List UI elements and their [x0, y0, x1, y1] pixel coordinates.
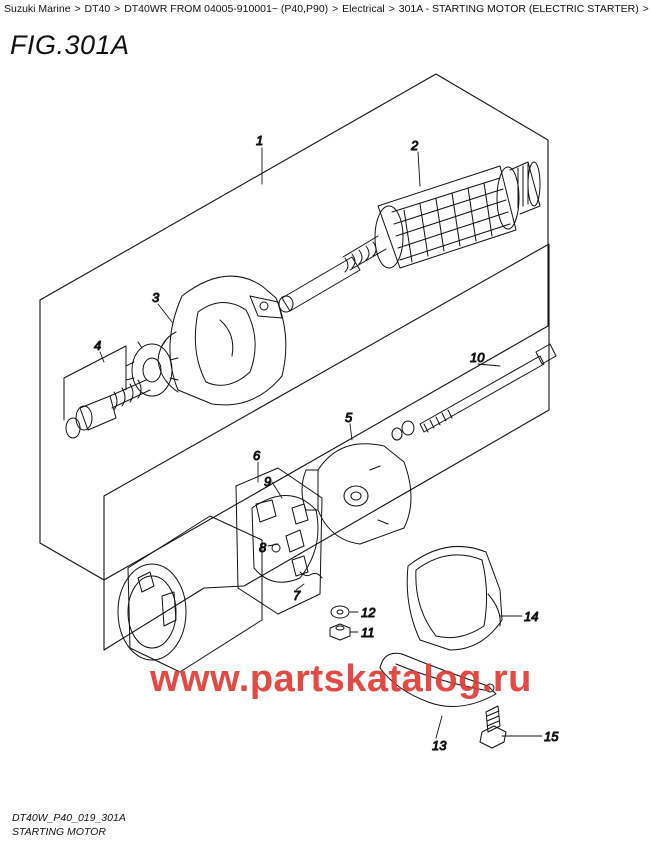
callout-11[interactable]: 11	[361, 625, 376, 641]
bolt-part[interactable]	[479, 705, 507, 749]
callout-13[interactable]: 13	[432, 738, 448, 754]
callout-14[interactable]: 14	[524, 609, 539, 625]
figure-title: FIG.301A	[10, 30, 130, 60]
callout-4[interactable]: 4	[94, 338, 102, 354]
drive-assembly-part[interactable]	[63, 339, 179, 439]
group-outline-lower	[103, 243, 550, 651]
breadcrumb: Suzuki Marine > DT40 > DT40WR FROM 04005…	[4, 3, 649, 16]
rubber-boot-part[interactable]	[406, 546, 503, 651]
callout-9[interactable]: 9	[264, 474, 272, 490]
breadcrumb-item-model[interactable]: DT40WR FROM 04005-910001~ (P40,P90)	[124, 3, 329, 15]
brush-holder-part[interactable]	[235, 467, 323, 615]
callout-1[interactable]: 1	[256, 133, 264, 149]
breadcrumb-item-electrical[interactable]: Electrical	[342, 3, 385, 15]
exploded-parts-diagram: 1 2 3 4 5 6 7 8 9 10 11 12 13 14 15	[39, 73, 560, 754]
breadcrumb-separator: >	[642, 3, 649, 15]
group-outline-upper	[39, 73, 549, 581]
callout-2[interactable]: 2	[410, 138, 420, 154]
callout-10[interactable]: 10	[470, 350, 486, 366]
breadcrumb-separator: >	[388, 3, 395, 15]
callout-8[interactable]: 8	[259, 540, 268, 556]
breadcrumb-item-dt40[interactable]: DT40	[84, 3, 111, 15]
rear-cover-part[interactable]	[301, 443, 412, 545]
callout-5[interactable]: 5	[345, 410, 354, 426]
yoke-part[interactable]	[117, 515, 263, 673]
breadcrumb-separator: >	[114, 3, 121, 15]
callout-labels: 1 2 3 4 5 6 7 8 9 10 11 12 13 14 15	[94, 133, 560, 754]
callout-7[interactable]: 7	[293, 588, 302, 604]
strap-part[interactable]	[379, 652, 497, 707]
front-housing-part[interactable]	[157, 275, 287, 406]
callout-6[interactable]: 6	[253, 448, 262, 464]
nut-part[interactable]	[329, 623, 351, 641]
armature-part[interactable]	[278, 161, 541, 313]
breadcrumb-separator: >	[332, 3, 339, 15]
callout-12[interactable]: 12	[361, 605, 377, 621]
figure-code: DT40W_P40_019_301A	[12, 812, 126, 824]
breadcrumb-item-starting-motor[interactable]: 301A - STARTING MOTOR (ELECTRIC STARTER)	[398, 3, 639, 15]
breadcrumb-item-suzuki-marine[interactable]: Suzuki Marine	[4, 3, 71, 15]
callout-15[interactable]: 15	[544, 729, 560, 745]
watermark-text: www.partskatalog.ru	[150, 658, 532, 700]
washer-part[interactable]	[330, 605, 350, 619]
breadcrumb-separator: >	[74, 3, 81, 15]
callout-3[interactable]: 3	[152, 290, 161, 306]
leader-lines	[99, 147, 543, 739]
through-bolt-part[interactable]	[391, 343, 557, 441]
figure-name: STARTING MOTOR	[12, 826, 106, 838]
